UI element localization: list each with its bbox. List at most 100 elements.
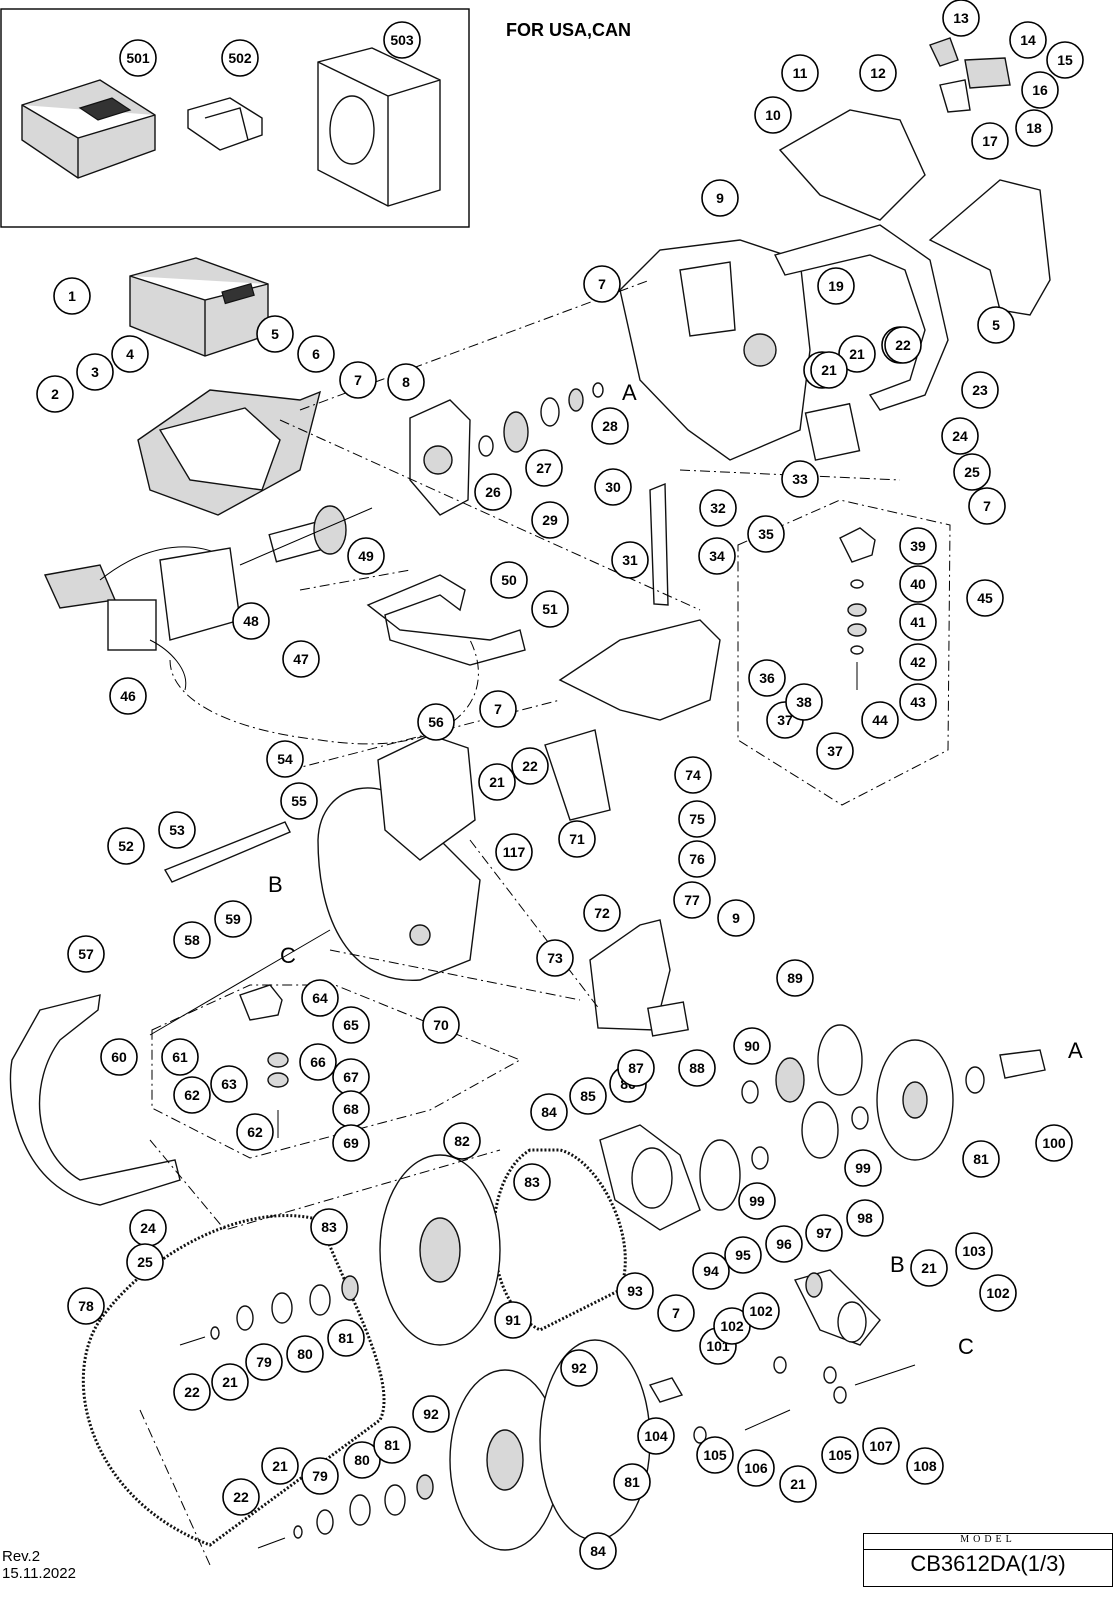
callout-number: 103 xyxy=(962,1243,986,1259)
callout-number: 70 xyxy=(433,1017,449,1033)
callout-97: 97 xyxy=(805,1214,843,1252)
ref-letter-b-2: B xyxy=(890,1252,905,1277)
callout-number: 73 xyxy=(547,950,563,966)
lower-guard-drawing xyxy=(317,734,481,981)
callout-98: 98 xyxy=(846,1199,884,1237)
callout-81: 81 xyxy=(613,1463,651,1501)
callout-106: 106 xyxy=(737,1449,775,1487)
tension-parts-drawing xyxy=(648,1356,916,1444)
callout-88: 88 xyxy=(678,1049,716,1087)
callout-number: 55 xyxy=(291,793,307,809)
callout-81: 81 xyxy=(327,1319,365,1357)
callout-22: 22 xyxy=(222,1478,260,1516)
accessories-frame xyxy=(0,8,470,228)
callout-19: 19 xyxy=(817,267,855,305)
callout-number: 95 xyxy=(735,1247,751,1263)
callout-2: 2 xyxy=(36,375,74,413)
side-guard-57-drawing xyxy=(9,994,181,1206)
side-grip-drawing xyxy=(928,179,1051,316)
callout-4: 4 xyxy=(111,335,149,373)
callout-number: 45 xyxy=(977,590,993,606)
callout-number: 50 xyxy=(501,572,517,588)
callout-number: 25 xyxy=(137,1254,153,1270)
callout-60: 60 xyxy=(100,1038,138,1076)
bearing-assembly-45-drawing xyxy=(737,499,951,806)
callout-56: 56 xyxy=(417,703,455,741)
callout-number: 31 xyxy=(622,552,638,568)
callout-number: 100 xyxy=(1042,1135,1066,1151)
callout-number: 21 xyxy=(849,346,865,362)
callout-21: 21 xyxy=(211,1363,249,1401)
callout-number: 44 xyxy=(872,712,888,728)
callout-95: 95 xyxy=(724,1236,762,1274)
callout-number: 65 xyxy=(343,1017,359,1033)
callout-number: 82 xyxy=(454,1133,470,1149)
callout-number: 93 xyxy=(627,1283,643,1299)
callout-number: 6 xyxy=(312,346,320,362)
callout-number: 21 xyxy=(921,1260,937,1276)
callout-44: 44 xyxy=(861,701,899,739)
callout-84: 84 xyxy=(530,1093,568,1131)
callout-number: 84 xyxy=(590,1543,606,1559)
callout-64: 64 xyxy=(301,979,339,1017)
model-box: MODEL CB3612DA(1/3) xyxy=(863,1533,1113,1587)
callout-number: 37 xyxy=(777,712,793,728)
callout-48: 48 xyxy=(232,602,270,640)
callout-45: 45 xyxy=(966,579,1004,617)
callout-number: 78 xyxy=(78,1298,94,1314)
callout-92: 92 xyxy=(412,1395,450,1433)
callout-83: 83 xyxy=(513,1163,551,1201)
callout-40: 40 xyxy=(899,565,937,603)
callout-number: 53 xyxy=(169,822,185,838)
callout-70: 70 xyxy=(422,1006,460,1044)
callout-number: 12 xyxy=(870,65,886,81)
callout-3: 3 xyxy=(76,353,114,391)
callout-42: 42 xyxy=(899,643,937,681)
callout-number: 76 xyxy=(689,851,705,867)
callout-63: 63 xyxy=(210,1065,248,1103)
callout-number: 37 xyxy=(827,743,843,759)
callout-90: 90 xyxy=(733,1027,771,1065)
callout-number: 1 xyxy=(68,288,76,304)
gear-train-drawing xyxy=(741,1024,1046,1170)
model-label: MODEL xyxy=(864,1534,1112,1550)
callout-78: 78 xyxy=(67,1287,105,1325)
callout-number: 102 xyxy=(720,1318,744,1334)
main-handle-drawing xyxy=(773,224,949,411)
callout-105: 105 xyxy=(821,1436,859,1474)
callout-number: 106 xyxy=(744,1460,768,1476)
callout-22: 22 xyxy=(884,326,922,364)
callout-number: 27 xyxy=(536,460,552,476)
wiring-harness-drawing xyxy=(43,546,241,691)
washer-stack-bottom-drawing xyxy=(257,1474,434,1549)
callout-7: 7 xyxy=(583,265,621,303)
callout-number: 22 xyxy=(233,1489,249,1505)
callout-number: 38 xyxy=(796,694,812,710)
page-title: FOR USA,CAN xyxy=(506,20,631,40)
callout-74: 74 xyxy=(674,756,712,794)
callout-21: 21 xyxy=(779,1465,817,1503)
callout-10: 10 xyxy=(754,96,792,134)
callout-83: 83 xyxy=(310,1208,348,1246)
callout-number: 32 xyxy=(710,500,726,516)
arm-96-drawing xyxy=(793,1269,881,1346)
motor-housing-drawing xyxy=(137,389,322,516)
callout-62: 62 xyxy=(173,1076,211,1114)
callout-number: 501 xyxy=(126,50,150,66)
callout-number: 105 xyxy=(828,1447,852,1463)
callout-number: 71 xyxy=(569,831,585,847)
callout-93: 93 xyxy=(616,1272,654,1310)
callout-number: 60 xyxy=(111,1049,127,1065)
callout-100: 100 xyxy=(1035,1124,1073,1162)
callout-501: 501 xyxy=(119,39,157,77)
callout-7: 7 xyxy=(339,361,377,399)
callout-32: 32 xyxy=(699,489,737,527)
callout-number: 89 xyxy=(787,970,803,986)
callout-number: 21 xyxy=(790,1476,806,1492)
callout-7: 7 xyxy=(968,487,1006,525)
switch-housing-drawing xyxy=(544,619,721,821)
callout-number: 24 xyxy=(140,1220,156,1236)
callout-number: 19 xyxy=(828,278,844,294)
blade-guide-drawing xyxy=(649,482,669,606)
callout-number: 9 xyxy=(716,190,724,206)
